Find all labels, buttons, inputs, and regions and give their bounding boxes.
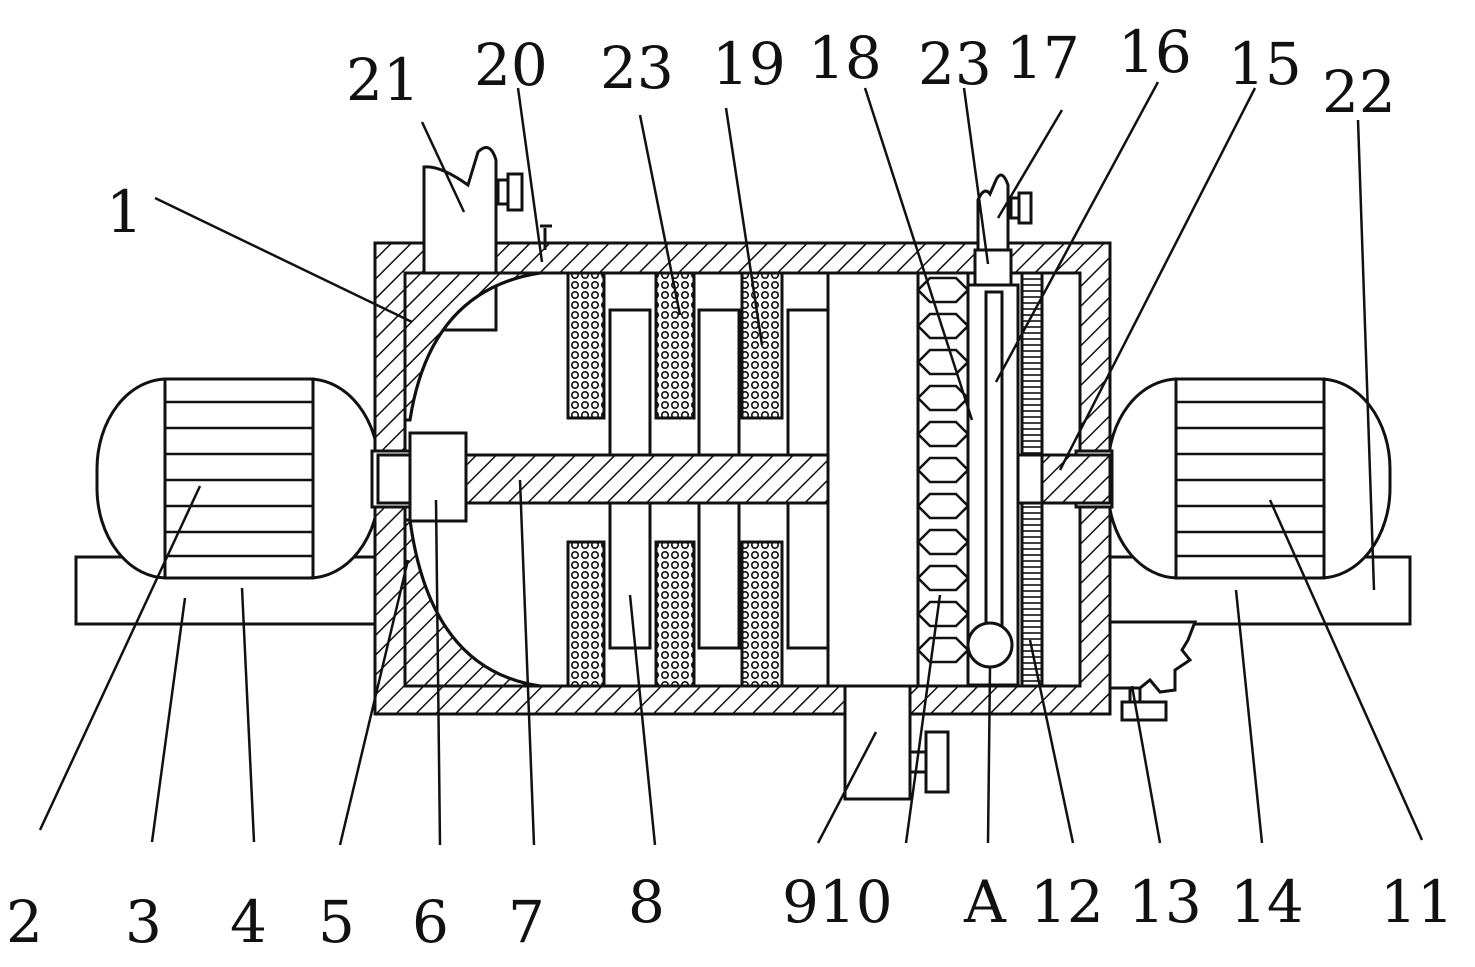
right-shaft-collar — [1016, 453, 1044, 505]
label-A: A — [963, 868, 1007, 936]
abrasive-blocks — [566, 271, 784, 688]
label-3: 3 — [125, 888, 162, 956]
label-16: 16 — [1118, 18, 1192, 86]
label-2: 2 — [6, 888, 43, 956]
label-1: 1 — [106, 178, 143, 246]
part-labels: 1 2 3 4 5 6 7 8 910 A 12 13 14 11 21 20 … — [6, 18, 1454, 956]
valve-20 — [540, 224, 552, 250]
right-shaft-15 — [1040, 453, 1112, 505]
label-23-right: 23 — [918, 30, 992, 98]
grinding-plates — [608, 308, 830, 650]
label-13: 13 — [1128, 868, 1202, 936]
sliding-screen — [966, 173, 1033, 687]
label-12: 12 — [1030, 868, 1104, 936]
coupling-6 — [408, 431, 468, 523]
label-11: 11 — [1380, 868, 1454, 936]
label-5: 5 — [318, 888, 355, 956]
label-19: 19 — [712, 30, 786, 98]
label-23-left: 23 — [600, 34, 674, 102]
outlet-pipe-9 — [843, 684, 950, 801]
label-17: 17 — [1006, 24, 1080, 92]
label-6: 6 — [412, 888, 449, 956]
label-14: 14 — [1230, 868, 1304, 936]
label-20: 20 — [474, 31, 548, 99]
left-motor — [95, 377, 381, 580]
label-18: 18 — [808, 24, 882, 92]
right-motor — [1106, 377, 1392, 580]
discharge-spout-13 — [1108, 620, 1198, 722]
leader-lines — [38, 81, 1424, 846]
label-7: 7 — [508, 888, 545, 956]
label-21: 21 — [346, 46, 420, 114]
label-4: 4 — [230, 888, 267, 956]
label-8: 8 — [628, 868, 665, 936]
partition-block — [826, 271, 920, 688]
label-910: 910 — [782, 868, 893, 936]
label-22: 22 — [1322, 58, 1396, 126]
left-shaft — [376, 453, 412, 505]
honeycomb-filter — [916, 271, 970, 688]
label-15: 15 — [1228, 30, 1302, 98]
